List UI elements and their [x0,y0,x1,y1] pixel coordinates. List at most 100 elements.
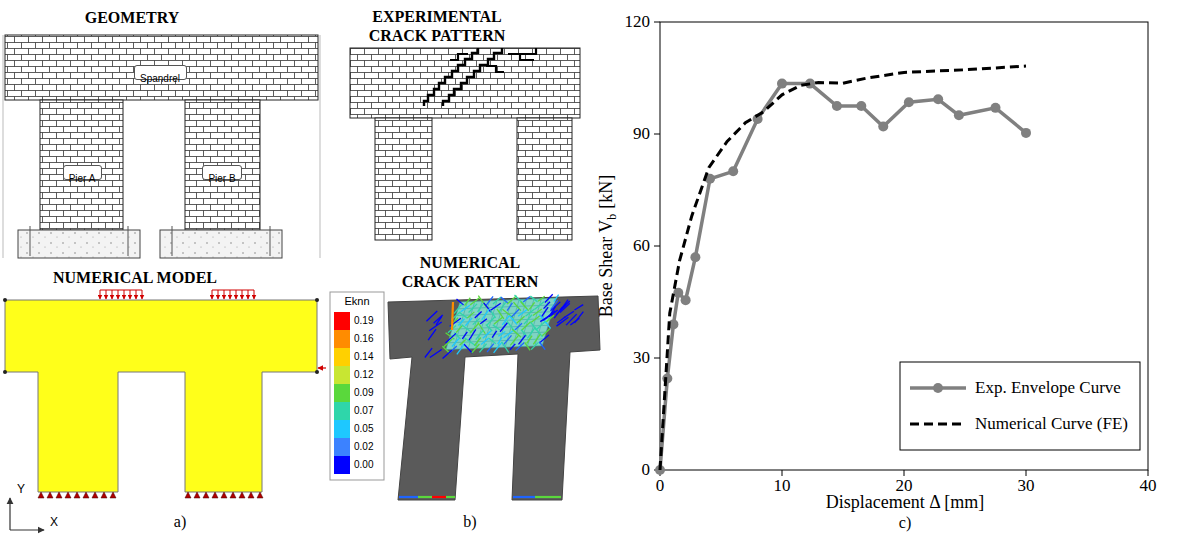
crack-glyph [462,325,472,333]
crack-glyph [536,321,546,330]
colorbar-swatch [334,348,350,366]
crack-glyph [523,297,530,302]
support-symbol [47,492,53,498]
crack-glyph [512,329,521,337]
y-tick-label: 30 [633,348,650,368]
experimental-point [832,101,842,111]
load-arrows [100,290,254,299]
crack-glyph [516,343,525,351]
colorbar-frame [330,292,384,480]
legend-sample [910,423,966,426]
crack-glyph [486,296,493,305]
crack-strain-glyphs [399,294,583,497]
load-arrow [124,290,125,299]
part-label: Pier B [208,173,235,184]
load-arrow [254,290,255,299]
support-symbol [65,492,71,498]
crack-glyph [500,322,507,331]
crack-glyph [434,315,443,323]
crack-glyph [507,303,512,311]
crack-glyph [560,301,570,310]
load-arrow [106,290,107,299]
crack-band [535,496,561,498]
support-symbol [74,492,80,498]
y-tick-label: 60 [633,236,650,256]
x-tick [904,470,905,476]
load-arrow [112,290,113,299]
support-symbol [92,492,98,498]
crack-glyph [464,344,472,353]
experimental-point [904,97,914,107]
experimental-point [673,288,683,298]
crack-glyph [530,296,537,302]
support-symbol [257,492,263,498]
colorbar-swatch [334,420,350,438]
colorbar-swatch [334,330,350,348]
crack-glyph [494,342,502,353]
panel-letter: a) [174,512,186,531]
y-tick [654,246,660,247]
crack-glyph [472,344,480,353]
experimental-point [681,295,691,305]
legend-sample-marker [933,383,943,393]
load-line [100,290,254,291]
crack-glyph [493,325,500,330]
displacement-arrow [318,367,326,368]
load-arrow [224,290,225,299]
experimental-point [878,122,888,132]
crack-glyph [493,297,501,304]
crack-glyph [446,333,456,343]
subscript: b [605,214,619,220]
crack-glyph [542,329,550,336]
load-arrow [118,290,119,299]
load-arrow [136,290,137,299]
geometry-drawing [3,35,320,258]
crack-glyph [525,342,530,350]
support-symbol [221,492,227,498]
experimental-crack-drawing [350,48,580,240]
crack-line [450,48,536,72]
support-symbol [239,492,245,498]
crack-line [443,48,502,106]
colorbar-swatch [334,456,350,474]
axis-x-arrow [10,529,44,530]
crack-band [446,496,455,498]
colorbar [334,312,350,474]
colorbar-value: 0.14 [354,351,373,363]
crack-glyph [544,302,550,309]
crack-glyph [474,337,480,345]
colorbar-value: 0.19 [354,315,373,327]
crack-glyph [470,298,479,305]
support-symbol [38,492,44,498]
crack-glyph [482,309,490,320]
crack-glyph [457,299,464,305]
crack-glyph [442,346,449,353]
test-frame-line [3,35,320,258]
crack-glyph [502,342,509,353]
colorbar-swatch [334,366,350,384]
load-arrow [218,290,219,299]
colorbar-value: 0.16 [354,333,373,345]
experimental-point [1021,128,1031,138]
x-axis-title: Displacement Δ [mm] [826,492,985,514]
x-tick [782,470,783,476]
y-tick [654,358,660,359]
crack-glyph [486,324,492,330]
x-tick-label: 40 [1140,476,1157,496]
crack-glyph [540,314,553,322]
panel-letter: c) [899,513,911,532]
crack-glyph [459,312,467,318]
crack-glyph [515,323,522,329]
y-tick-label: 0 [642,460,651,480]
crack-glyph [483,331,491,338]
crack-glyph [529,302,534,309]
x-tick-label: 30 [1018,476,1035,496]
axis-title-part: Base Shear V [596,220,616,318]
crack-band [418,496,432,498]
crack-glyph [539,342,545,350]
crack-glyph [538,296,545,301]
crack-glyph [513,302,520,311]
colorbar-value: 0.00 [354,459,373,471]
colorbar-swatch [334,384,350,402]
crack-glyph [452,339,459,347]
